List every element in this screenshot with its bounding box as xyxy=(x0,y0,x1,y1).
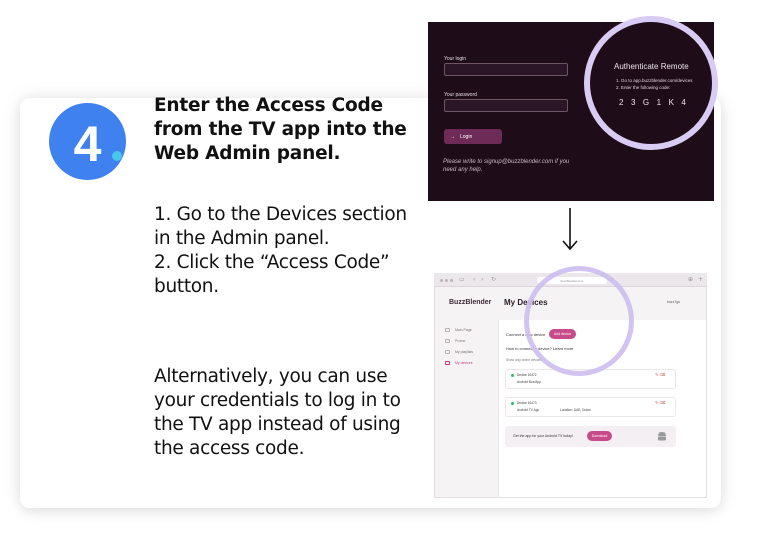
home-icon xyxy=(445,328,450,332)
window-dot-icon xyxy=(440,279,443,282)
window-dot-icon xyxy=(445,279,448,282)
new-tab-icon: + xyxy=(698,276,704,283)
playlist-icon xyxy=(445,350,450,354)
online-dot-icon xyxy=(511,401,514,405)
device-name: Android TV App xyxy=(517,408,540,412)
device-location: Location: UAE, Dubai xyxy=(560,408,591,412)
get-app-text: Get the app for your Android TV today! xyxy=(513,434,573,438)
steps-list: 1. Go to the Devices section in the Admi… xyxy=(154,203,419,299)
tv-login-button: → Login xyxy=(444,129,502,144)
auth-step-2: 2. Enter the following code: xyxy=(616,85,671,90)
brand-logo: BuzzBlender xyxy=(449,299,492,306)
sidebar-label: My devices xyxy=(455,361,473,365)
back-icon: ‹ xyxy=(473,276,476,283)
step-item-1: 1. Go to the Devices section in the Admi… xyxy=(154,204,407,249)
device-id: Device 10472 xyxy=(517,373,537,377)
sidebar-toggle-icon: ▭ xyxy=(459,276,465,283)
step-number-badge: 4 xyxy=(49,103,126,180)
sidebar-item-main-page: Main Page xyxy=(445,328,472,332)
download-button: Download xyxy=(587,431,612,441)
tv-password-label: Your password xyxy=(444,92,477,98)
promo-icon xyxy=(445,339,450,343)
forward-icon: › xyxy=(481,276,484,283)
step-number: 4 xyxy=(73,115,102,172)
device-status: Device 10472 xyxy=(511,373,537,377)
sidebar-label: Promo xyxy=(455,339,466,343)
share-icon: ⊕ xyxy=(688,276,694,283)
highlight-circle-web xyxy=(524,266,634,376)
sidebar-item-playlists: My playlists xyxy=(445,350,473,354)
step-heading: Enter the Access Code from the TV app in… xyxy=(154,95,407,164)
arrow-right-icon: → xyxy=(450,133,455,140)
auth-title: Authenticate Remote xyxy=(614,62,689,71)
tv-password-field xyxy=(444,99,568,112)
sidebar-label: Main Page xyxy=(455,328,472,332)
page-title: My Devices xyxy=(504,298,548,307)
android-icon xyxy=(658,431,666,441)
tv-help-note: Please write to signup@buzzblender.com i… xyxy=(443,159,570,173)
device-id: Device 10473 xyxy=(517,401,537,405)
window-dot-icon xyxy=(450,279,453,282)
highlight-circle-tv xyxy=(584,16,718,150)
sidebar-item-promo: Promo xyxy=(445,339,465,343)
device-card xyxy=(505,397,676,417)
edit-delete-icons: ✎ ⌫ xyxy=(655,400,666,405)
device-status: Device 10473 xyxy=(511,401,537,405)
sidebar-label: My playlists xyxy=(455,350,474,354)
tv-login-label: Your login xyxy=(444,56,467,62)
tv-login-button-label: Login xyxy=(460,133,473,140)
alternative-text: Alternatively, you can use your credenti… xyxy=(154,366,401,459)
devices-icon xyxy=(445,361,450,365)
online-filter-checkbox: Show only online devices xyxy=(506,358,542,362)
sidebar-item-devices: My devices xyxy=(445,361,473,365)
online-dot-icon xyxy=(511,373,514,377)
auth-code: 23G1K4 xyxy=(619,98,694,107)
user-name: buzz7go xyxy=(667,300,681,304)
badge-dot xyxy=(112,151,122,161)
edit-delete-icons: ✎ ⌫ xyxy=(655,372,666,377)
step-item-2: 2. Click the “Access Code” button. xyxy=(154,252,390,297)
reload-icon: ↻ xyxy=(491,276,497,283)
arrow-down-icon xyxy=(562,208,578,251)
device-name: Android Box/App xyxy=(517,380,541,384)
tv-login-field xyxy=(444,63,568,76)
auth-step-1: 1. Go to app.buzzblender.com/devices xyxy=(616,78,693,83)
